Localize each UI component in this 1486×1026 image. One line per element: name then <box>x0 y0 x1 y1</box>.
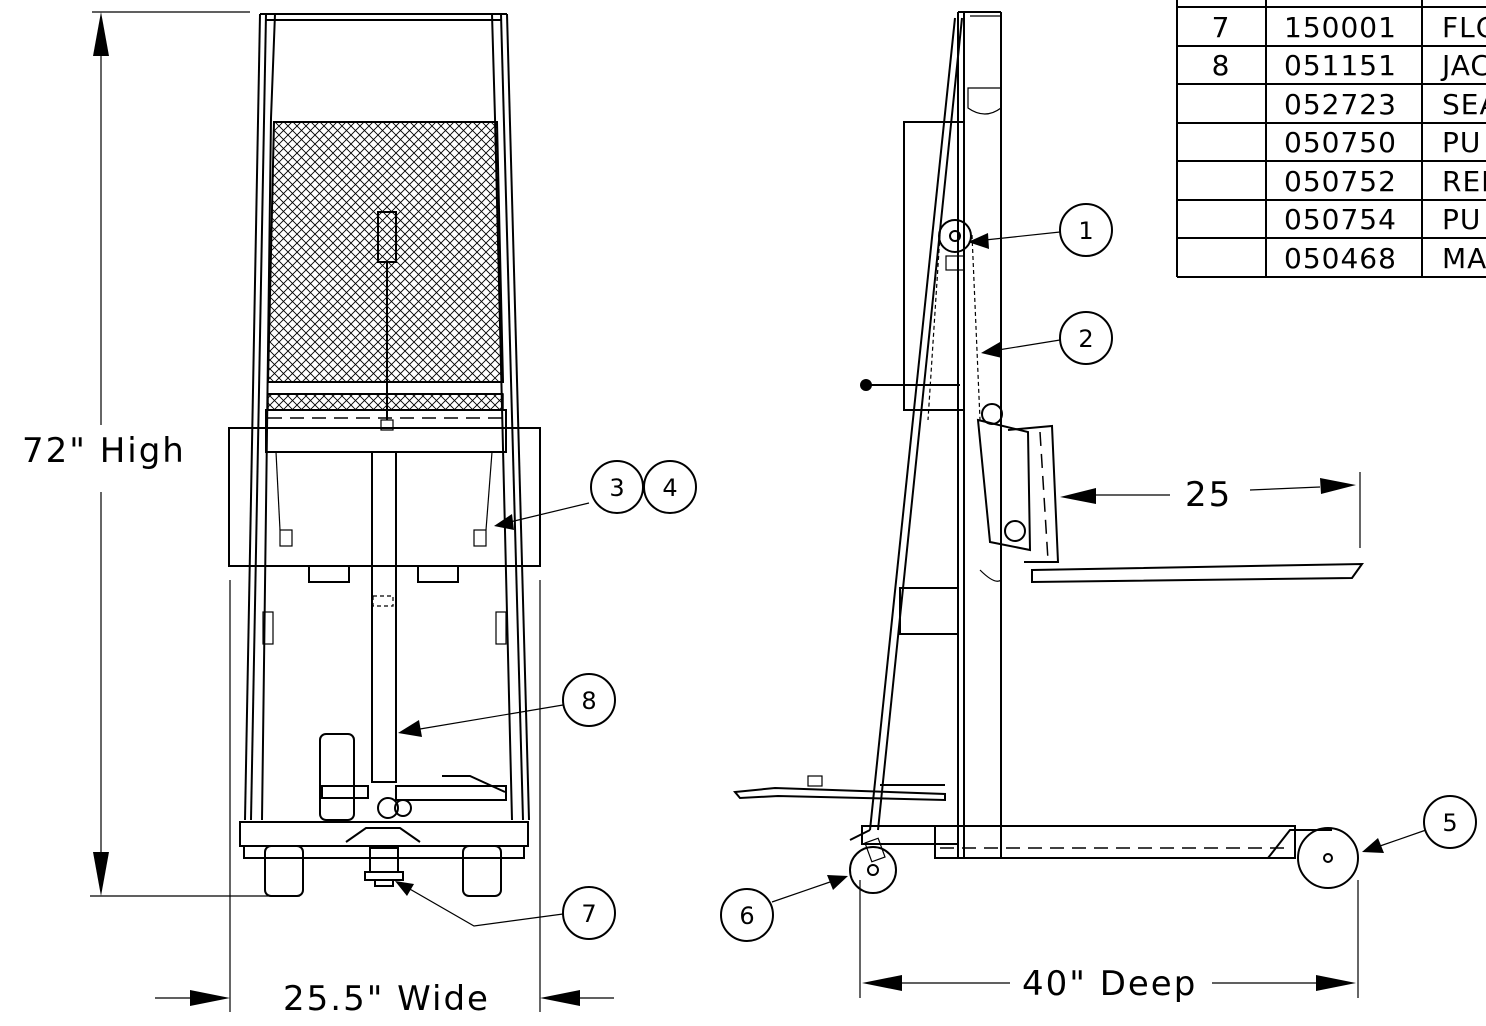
parts-table-row: 052723 SEA <box>1284 88 1486 121</box>
svg-text:5: 5 <box>1442 809 1457 837</box>
svg-text:050468: 050468 <box>1284 242 1397 275</box>
carriage-plate <box>228 409 541 645</box>
parts-table-grid <box>1176 0 1486 278</box>
balloon-7: 7 <box>562 886 616 940</box>
svg-text:050754: 050754 <box>1284 203 1397 236</box>
depth-dimension: 40" Deep <box>859 880 1359 1004</box>
depth-label: 40" Deep <box>1022 964 1197 1004</box>
front-base <box>239 733 529 897</box>
fork-length-label: 25 <box>1185 475 1232 515</box>
svg-text:051151: 051151 <box>1284 49 1397 82</box>
balloon-5: 5 <box>1423 795 1477 849</box>
parts-table-row: 050750 PU <box>1284 126 1481 159</box>
svg-text:8: 8 <box>581 687 596 715</box>
svg-text:7: 7 <box>581 900 596 928</box>
balloon-2: 2 <box>1059 311 1113 365</box>
height-label: 72" High <box>22 431 186 471</box>
callout-balloons: 1 2 3 4 5 6 7 8 <box>562 203 1477 942</box>
pump-handle <box>371 211 397 783</box>
balloon-4: 4 <box>643 460 697 514</box>
balloon-3: 3 <box>590 460 644 514</box>
parts-table: 7 150001 FLC 8 051151 JAC 052723 SEA 050… <box>1176 0 1486 278</box>
svg-text:052723: 052723 <box>1284 88 1397 121</box>
svg-text:150001: 150001 <box>1284 11 1397 44</box>
front-leaders <box>395 502 590 927</box>
front-view: 72" High 25.5" Wide <box>22 11 614 1019</box>
mesh-guard <box>266 121 505 411</box>
svg-text:7: 7 <box>1212 11 1231 44</box>
parts-table-row: 8 051151 JAC <box>1212 49 1486 82</box>
svg-text:050752: 050752 <box>1284 165 1397 198</box>
width-label: 25.5" Wide <box>283 979 490 1019</box>
balloon-8: 8 <box>562 673 616 727</box>
height-dimension: 72" High <box>22 11 300 897</box>
svg-text:6: 6 <box>739 902 754 930</box>
parts-table-row: 050468 MAC <box>1284 242 1486 275</box>
svg-text:050750: 050750 <box>1284 126 1397 159</box>
chain <box>927 219 981 421</box>
svg-text:SEA: SEA <box>1442 88 1486 121</box>
side-leaders <box>771 231 1427 903</box>
width-dimension: 25.5" Wide <box>155 580 614 1019</box>
svg-text:1: 1 <box>1078 217 1093 245</box>
svg-text:FLC: FLC <box>1442 11 1486 44</box>
svg-text:REL: REL <box>1442 165 1486 198</box>
fork-dimension: 25 <box>1060 472 1361 548</box>
balloon-6: 6 <box>720 888 774 942</box>
side-view: 25 40" Deep <box>733 11 1427 1004</box>
side-carriage <box>976 403 1364 584</box>
svg-text:MAC: MAC <box>1442 242 1486 275</box>
svg-text:JAC: JAC <box>1440 49 1486 82</box>
front-mast <box>244 13 530 821</box>
balloon-1: 1 <box>1059 203 1113 257</box>
parts-table-row: 7 150001 FLC <box>1212 11 1486 44</box>
svg-text:2: 2 <box>1078 325 1093 353</box>
side-base <box>733 775 1359 894</box>
svg-text:3: 3 <box>609 474 624 502</box>
svg-text:4: 4 <box>662 474 677 502</box>
svg-text:8: 8 <box>1212 49 1231 82</box>
parts-table-row: 050752 REL <box>1284 165 1486 198</box>
parts-table-row: 050754 PU <box>1284 203 1481 236</box>
svg-text:PU: PU <box>1442 126 1481 159</box>
svg-text:PU: PU <box>1442 203 1481 236</box>
side-handle <box>860 17 965 831</box>
